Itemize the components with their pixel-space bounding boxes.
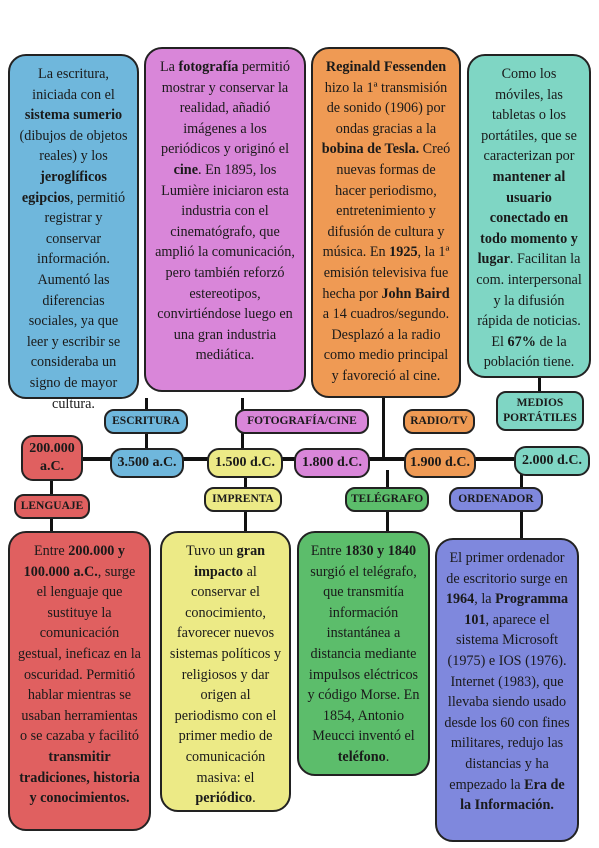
card-escritura-text-0: La escritura, iniciada con el <box>32 66 115 103</box>
card-medios-text-1: mantener al usuario conectado en todo mo… <box>477 168 578 268</box>
card-radio: Reginald Fessenden hizo la 1ª transmisió… <box>311 47 461 398</box>
card-lenguaje-text-3: transmitir tradiciones, historia y conoc… <box>19 748 140 807</box>
card-lenguaje-text-0: Entre <box>33 543 69 559</box>
card-fotografia-text-0: La <box>159 59 179 75</box>
card-radio-text-7: a 14 cuadros/segundo. Desplazó a la radi… <box>322 306 450 384</box>
card-imprenta-text-4: . <box>252 790 256 807</box>
card-escritura-text-3: jeroglíficos egipcios <box>21 168 107 206</box>
card-ordenador-text-4: , aparece el sistema Microsoft (1975) e … <box>444 611 570 793</box>
date-200000-ac: 200.000 a.C. <box>21 435 83 481</box>
card-ordenador-text-5: Era de la Información. <box>460 776 565 814</box>
card-ordenador-text-3: Programma 101 <box>464 591 569 628</box>
label-fotografia-cine: FOTOGRAFÍA/CINE <box>235 409 369 434</box>
card-fotografia-text-4: . En 1895, los Lumière iniciaron esta in… <box>155 161 295 364</box>
card-lenguaje-text-1: 200.000 y 100.000 a.C. <box>23 543 126 580</box>
label-lenguaje: LENGUAJE <box>14 494 90 519</box>
card-radio-text-6: John Baird <box>381 285 450 302</box>
card-imprenta-text-2: al conservar el conocimiento, favorecer … <box>169 563 282 786</box>
card-medios: Como los móviles, las tabletas o los por… <box>467 54 591 378</box>
label-ordenador: ORDENADOR <box>449 487 543 512</box>
label-medios-portatiles: MEDIOS PORTÁTILES <box>496 391 584 431</box>
label-radio-tv: RADIO/TV <box>403 409 475 434</box>
card-fotografia: La fotografía permitió mostrar y conserv… <box>144 47 306 392</box>
card-telegrafo-text-2: surgió el telégrafo, que transmitía info… <box>307 563 420 745</box>
card-radio-text-1: hizo la 1ª transmisión de sonido (1906) … <box>324 79 448 137</box>
card-imprenta-text-1: gran impacto <box>194 543 266 580</box>
date-2000-dc: 2.000 d.C. <box>514 446 590 476</box>
card-escritura: La escritura, iniciada con el sistema su… <box>8 54 139 412</box>
card-escritura-text-2: (dibujos de objetos reales) y los <box>19 127 128 165</box>
card-ordenador-text-1: 1964 <box>445 591 475 608</box>
card-telegrafo-text-3: teléfono <box>337 748 386 765</box>
card-fotografia-text-3: cine <box>173 161 198 178</box>
card-radio-text-3: Creó nuevas formas de hacer periodismo, … <box>322 141 451 261</box>
connector-radio <box>382 398 385 458</box>
card-radio-text-0: Reginald Fessenden <box>325 59 447 75</box>
connector-medios <box>538 378 541 398</box>
date-3500-ac: 3.500 a.C. <box>110 448 184 478</box>
card-ordenador-text-0: El primer ordenador de escritorio surge … <box>446 550 568 587</box>
card-escritura-text-1: sistema sumerio <box>24 107 123 124</box>
card-ordenador-text-2: , la <box>474 591 496 608</box>
card-radio-text-2: bobina de Tesla. <box>321 141 420 158</box>
card-telegrafo-text-0: Entre <box>310 543 346 559</box>
card-fotografia-text-2: permitió mostrar y conservar la realidad… <box>160 59 291 158</box>
card-telegrafo-text-4: . <box>385 748 390 765</box>
date-1900-dc: 1.900 d.C. <box>404 448 476 478</box>
card-medios-text-3: 67% <box>507 333 536 350</box>
card-medios-text-4: de la población tiene. <box>483 333 575 371</box>
label-imprenta: IMPRENTA <box>204 487 282 512</box>
card-fotografia-text-1: fotografía <box>178 59 239 75</box>
card-medios-text-2: . Facilitan la com. interpersonal y la d… <box>476 251 582 350</box>
card-ordenador: El primer ordenador de escritorio surge … <box>435 538 579 842</box>
card-telegrafo-text-1: 1830 y 1840 <box>345 543 417 559</box>
label-escritura: ESCRITURA <box>104 409 188 434</box>
date-1500-dc: 1.500 d.C. <box>207 448 283 478</box>
card-radio-text-4: 1925 <box>389 244 418 261</box>
card-escritura-text-4: , permitió registrar y conservar informa… <box>26 189 126 412</box>
label-telegrafo: TELÉGRAFO <box>345 487 429 512</box>
card-lenguaje: Entre 200.000 y 100.000 a.C., surge el l… <box>8 531 151 831</box>
card-radio-text-5: , la 1ª emisión televisiva fue hecha por <box>322 244 450 302</box>
card-imprenta: Tuvo un gran impacto al conservar el con… <box>160 531 291 812</box>
card-imprenta-text-3: periódico <box>195 790 253 807</box>
card-imprenta-text-0: Tuvo un <box>185 543 237 559</box>
date-1800-dc: 1.800 d.C. <box>294 448 370 478</box>
card-medios-text-0: Como los móviles, las tabletas o los por… <box>481 66 577 165</box>
card-telegrafo: Entre 1830 y 1840 surgió el telégrafo, q… <box>297 531 430 776</box>
card-lenguaje-text-2: , surge el lenguaje que sustituye la com… <box>18 563 141 745</box>
